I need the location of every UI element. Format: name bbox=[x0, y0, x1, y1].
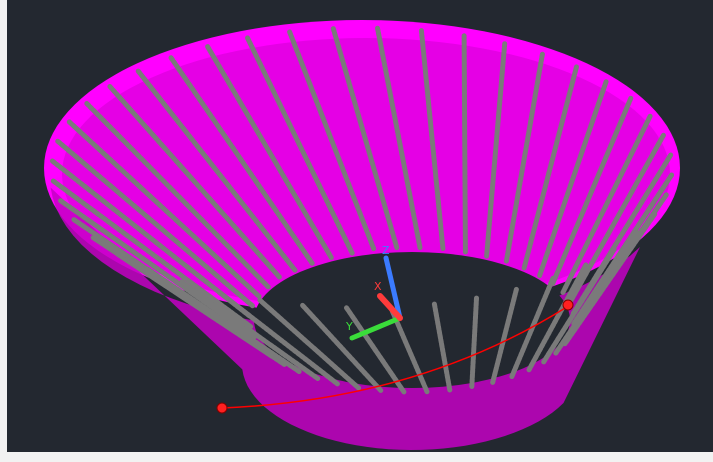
rebar-group[interactable] bbox=[49, 25, 675, 395]
rebar[interactable] bbox=[216, 289, 340, 387]
cone-inner-surface[interactable] bbox=[62, 38, 670, 310]
cone-shell[interactable] bbox=[44, 20, 680, 450]
rebar[interactable] bbox=[469, 295, 479, 390]
grip-point[interactable] bbox=[562, 299, 574, 311]
rebar[interactable] bbox=[550, 95, 634, 287]
rebar[interactable] bbox=[330, 26, 400, 251]
rebar[interactable] bbox=[344, 305, 407, 395]
rebar[interactable] bbox=[537, 79, 609, 279]
selected-hoop-bar[interactable] bbox=[221, 304, 571, 409]
rebar[interactable] bbox=[135, 68, 298, 273]
rebar[interactable] bbox=[49, 158, 253, 319]
rebar[interactable] bbox=[541, 247, 617, 365]
rebar[interactable] bbox=[418, 28, 446, 252]
rebar[interactable] bbox=[560, 113, 653, 296]
rebar[interactable] bbox=[84, 101, 271, 290]
viewport-frame-bottom bbox=[0, 452, 713, 462]
grip-point[interactable] bbox=[216, 402, 228, 414]
rebar[interactable] bbox=[205, 44, 334, 261]
ucs-z-label: Z bbox=[382, 244, 390, 257]
cone-bottom-opening bbox=[254, 252, 570, 388]
viewport-frame-left bbox=[0, 0, 7, 462]
ucs-x-axis bbox=[377, 293, 403, 321]
rebar[interactable] bbox=[287, 29, 377, 253]
rebar[interactable] bbox=[300, 302, 384, 394]
rebar[interactable] bbox=[55, 138, 256, 309]
rebar[interactable] bbox=[257, 297, 362, 391]
selection-grips[interactable] bbox=[216, 299, 574, 414]
rebar[interactable] bbox=[490, 286, 519, 385]
rebar[interactable] bbox=[484, 41, 508, 259]
rebar[interactable] bbox=[107, 84, 283, 281]
rebar[interactable] bbox=[553, 230, 640, 356]
rebar[interactable] bbox=[431, 301, 453, 393]
rebar[interactable] bbox=[245, 35, 355, 256]
rebar[interactable] bbox=[66, 119, 262, 299]
rebar[interactable] bbox=[179, 279, 321, 381]
rebar[interactable] bbox=[526, 262, 589, 373]
ucs-x-label: X bbox=[374, 280, 382, 293]
rebar[interactable] bbox=[503, 51, 545, 264]
ucs-y-axis bbox=[349, 315, 403, 341]
ucs-y-label: Y bbox=[345, 320, 353, 333]
rebar[interactable] bbox=[461, 33, 468, 255]
rebar[interactable] bbox=[567, 132, 666, 306]
rebar[interactable] bbox=[375, 25, 423, 251]
rebar[interactable] bbox=[562, 211, 658, 347]
rebar[interactable] bbox=[71, 217, 264, 350]
ucs-icon: Z Y X bbox=[345, 244, 403, 341]
rebar[interactable] bbox=[58, 198, 257, 340]
rebar[interactable] bbox=[168, 55, 315, 266]
rebar[interactable] bbox=[50, 178, 254, 330]
ucs-z-axis bbox=[383, 255, 403, 321]
rebar[interactable] bbox=[521, 64, 579, 271]
